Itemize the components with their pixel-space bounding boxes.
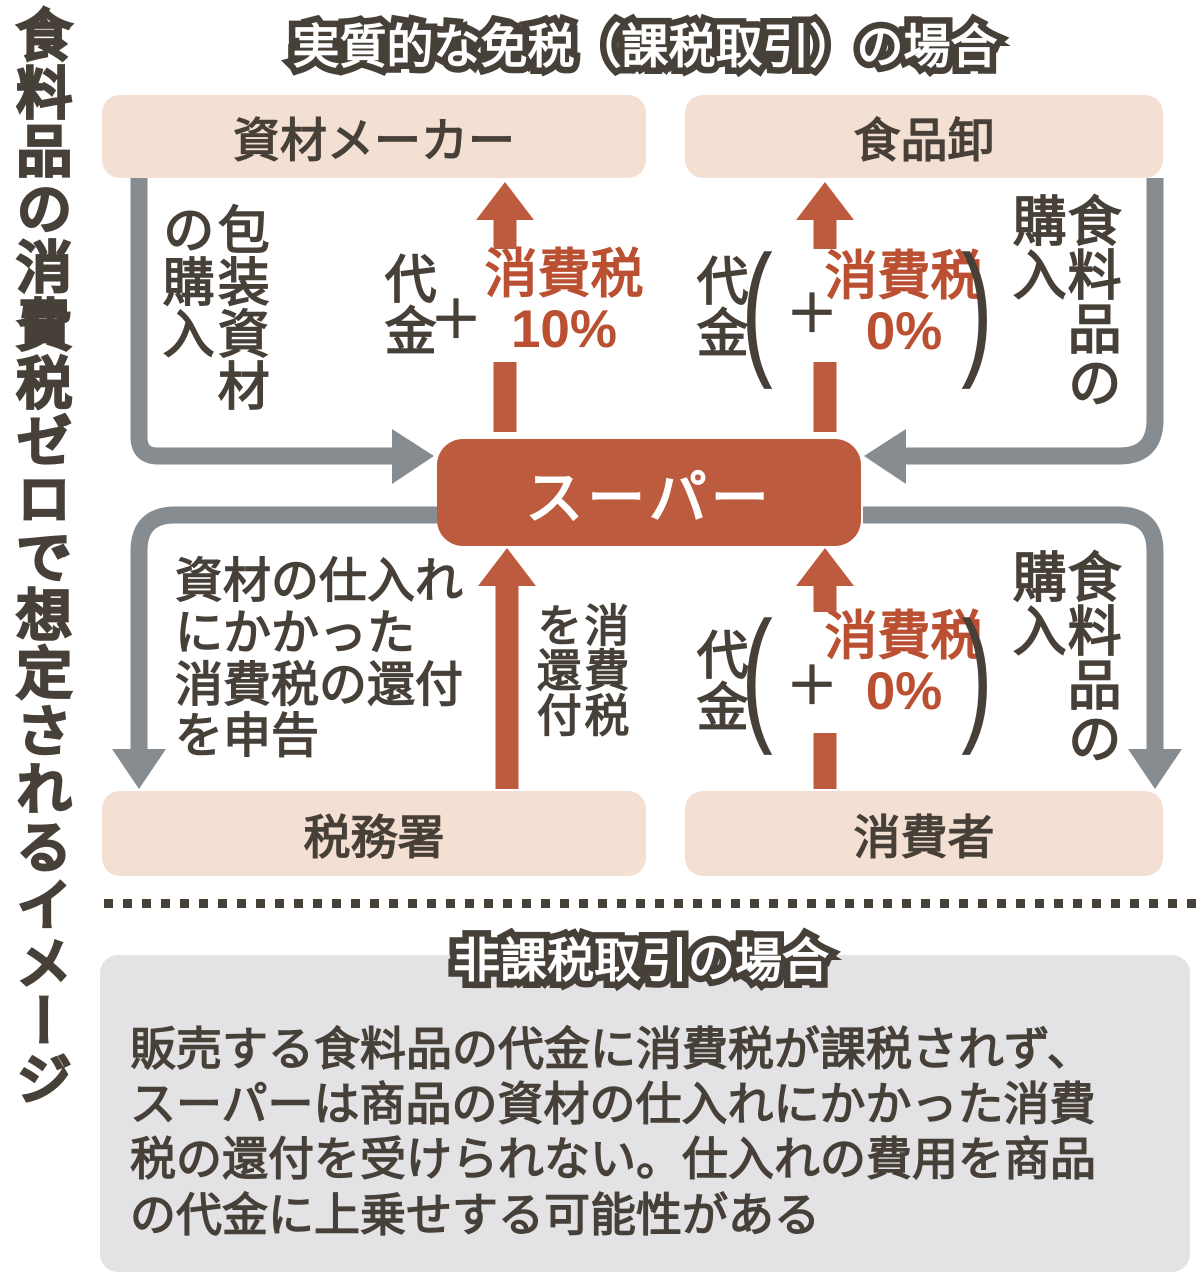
plus-sign-bottom-right: ＋ (786, 658, 839, 716)
entity-supermarket: スーパー (437, 439, 861, 546)
section2-header: 非課税取引の場合 (453, 922, 829, 991)
entity-tax-office: 税務署 (102, 791, 646, 876)
label-declare-refund: 資材の仕入れ にかかった 消費税の還付 を申告 (175, 555, 464, 764)
arrow-super-to-consumer-line (863, 506, 1164, 750)
label-consumption-tax-refund: 消費税 を還付 (529, 602, 629, 737)
arrow-maker-to-super-line (130, 178, 392, 465)
plus-sign-top-left: ＋ (430, 292, 483, 350)
label-packing-material-purchase: 包装資材 の購入 (154, 203, 268, 411)
entity-consumer: 消費者 (685, 791, 1163, 876)
arrowhead-to-wholesaler-icon (796, 182, 854, 220)
arrowhead-into-taxoffice-icon (112, 749, 166, 789)
arrowhead-into-super-left-icon (392, 429, 434, 484)
red-arrowheads (476, 182, 854, 586)
arrow-super-to-taxoffice-line (130, 506, 437, 750)
arrowhead-into-consumer-icon (1128, 749, 1182, 789)
label-food-purchase-top: 食料品の 購入 (1004, 193, 1120, 409)
divider-dotted-line (104, 899, 1196, 908)
label-tax-0-percent-bottom: 消費税 0% (824, 607, 984, 721)
red-flow-stems (493, 217, 837, 789)
label-tax-0-percent-top: 消費税 0% (824, 247, 984, 361)
gray-arrowheads (112, 429, 1182, 789)
label-price-bottom-right: 代金 (688, 628, 747, 732)
arrowhead-into-super-right-icon (864, 429, 906, 484)
plus-sign-top-right: ＋ (786, 286, 839, 344)
section1-header: 実質的な免税（課税取引）の場合 (293, 8, 998, 77)
arrowhead-taxoffice-to-super-icon (478, 548, 536, 586)
arrowhead-to-maker-icon (476, 182, 534, 220)
paren-close-top-right: ) (961, 225, 993, 390)
paren-close-bottom-right: ) (961, 591, 993, 756)
paren-open-bottom-right: ( (741, 591, 773, 756)
entity-material-maker: 資材メーカー (102, 95, 646, 178)
page-title: 食料品の消費税ゼロで想定されるイメージ (8, 5, 73, 1109)
label-price-top-left: 代金 (376, 252, 435, 356)
label-tax-10-percent: 消費税 10% (484, 245, 644, 359)
entity-food-wholesaler: 食品卸 (685, 95, 1163, 178)
label-price-top-right: 代金 (688, 254, 747, 358)
gray-flow-paths (130, 178, 1164, 750)
label-food-purchase-bottom: 食料品の 購入 (1004, 549, 1120, 765)
section2-panel (100, 955, 1190, 1272)
arrowhead-consumer-to-super-icon (796, 548, 854, 586)
section2-body-text: 販売する食料品の代金に消費税が課税されず、 スーパーは商品の資材の仕入れにかかっ… (130, 1023, 1096, 1241)
paren-open-top-right: ( (741, 225, 773, 390)
arrow-wholesaler-to-super-line (906, 178, 1164, 465)
